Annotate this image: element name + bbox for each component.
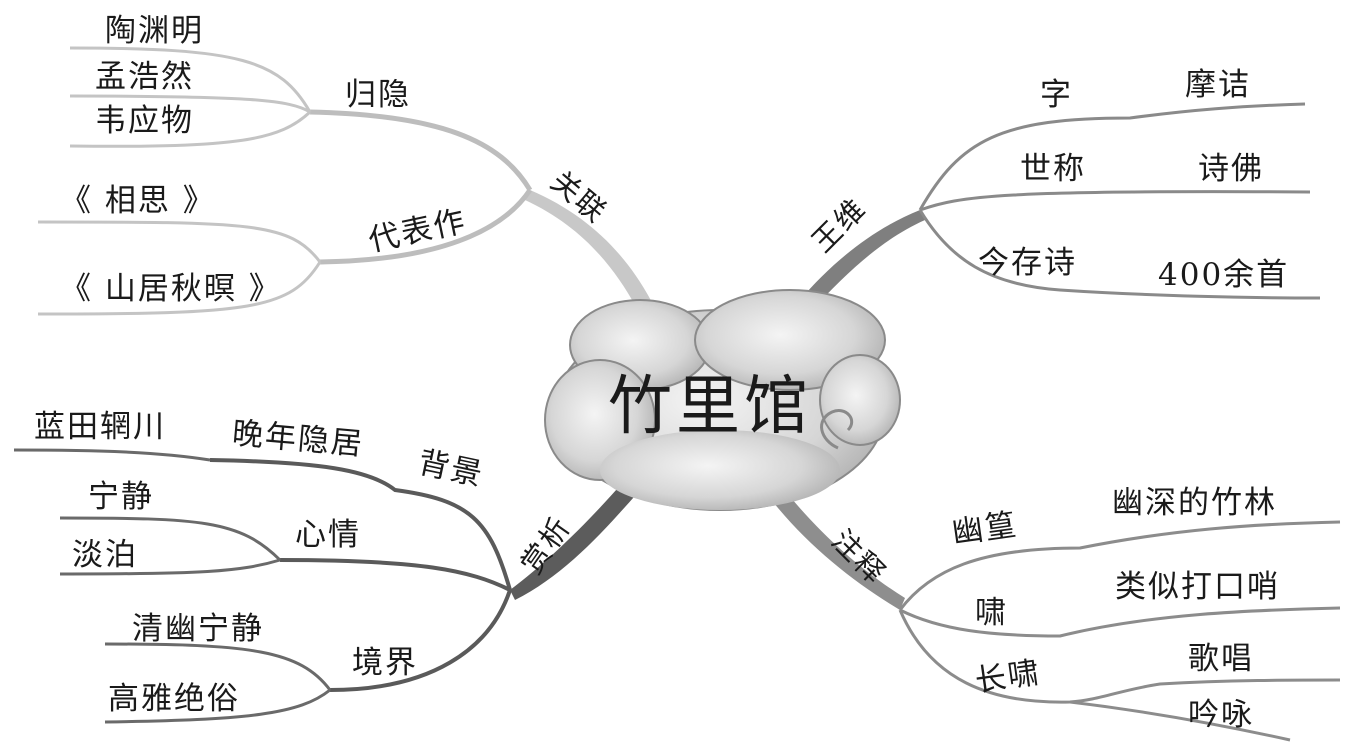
wangwei-key-zi: 字 [1040, 78, 1073, 112]
zhushi-value-xiao: 类似打口哨 [1115, 570, 1280, 604]
leaf-beijing-2: 蓝田辋川 [34, 410, 166, 444]
leaf-guiyin-1: 陶渊明 [105, 14, 204, 48]
node-jingjie: 境界 [352, 646, 418, 680]
node-xinqing: 心情 [295, 518, 361, 552]
line-zhushi-xiao [900, 608, 1340, 636]
wangwei-key-shicheng: 世称 [1020, 152, 1086, 186]
leaf-jingjie-2: 高雅绝俗 [108, 682, 240, 716]
wangwei-key-jincun: 今存诗 [978, 246, 1077, 280]
leaf-daibiaozuo-2: 《 山居秋暝 》 [60, 272, 282, 306]
zhushi-key-xiao: 啸 [975, 596, 1008, 630]
leaf-daibiaozuo-1: 《 相思 》 [60, 184, 216, 218]
line-beijing-tian [14, 450, 210, 460]
line-wangwei-shicheng [920, 192, 1310, 210]
leaf-xinqing-2: 淡泊 [72, 538, 138, 572]
leaf-guiyin-3: 韦应物 [95, 104, 194, 138]
center-title: 竹里馆 [608, 372, 812, 442]
leaf-guiyin-2: 孟浩然 [95, 60, 194, 94]
zhushi-value-changxiao-2: 吟咏 [1188, 698, 1254, 732]
node-guiyin: 归隐 [345, 78, 411, 112]
line-shangxi-xinqing [280, 560, 510, 590]
leaf-xinqing-1: 宁静 [88, 480, 154, 514]
line-changxiao-2 [1070, 702, 1290, 740]
wangwei-value-zi: 摩诘 [1185, 68, 1251, 102]
wangwei-value-shicheng: 诗佛 [1198, 152, 1264, 186]
leaf-jingjie-1: 清幽宁静 [132, 612, 264, 646]
wangwei-value-jincun: 400余首 [1158, 258, 1289, 292]
line-guanlian-guiyin [310, 112, 530, 190]
zhushi-value-changxiao-1: 歌唱 [1188, 642, 1254, 676]
line-daibiaozuo-1 [38, 222, 320, 262]
zhushi-value-youhuang: 幽深的竹林 [1112, 486, 1277, 520]
